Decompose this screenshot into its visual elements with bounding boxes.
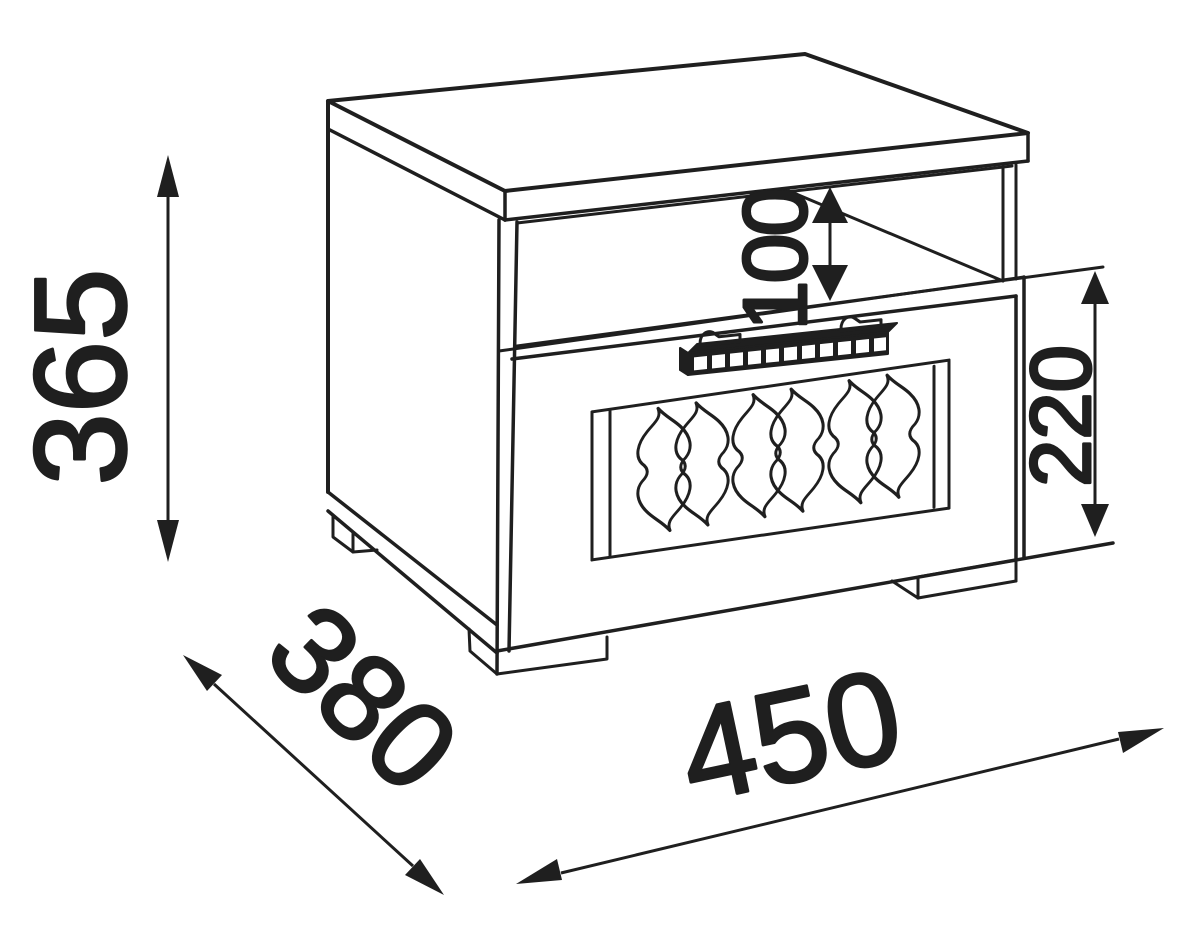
- dimension-niche-100: 100: [725, 187, 848, 332]
- dimension-label-drawer: 220: [1014, 345, 1109, 487]
- foot-front-right: [890, 558, 1018, 600]
- pattern-frame: [590, 358, 951, 562]
- dimension-width-450: 450: [516, 639, 1164, 884]
- dimensions: 365 100 220 380 450: [6, 155, 1164, 895]
- foot-front-left: [467, 627, 609, 676]
- foot-rear-left: [331, 513, 379, 554]
- dimension-label-niche: 100: [726, 189, 826, 330]
- pattern-ogee-lattice: [636, 368, 921, 537]
- dimension-label-depth: 380: [243, 578, 484, 817]
- drawer-handle: [679, 315, 898, 377]
- left-side-panel: [326, 99, 499, 655]
- front-left-stile: [495, 218, 519, 676]
- dimension-drawer-220: 220: [1013, 271, 1111, 537]
- handle-holes: [694, 337, 886, 371]
- handle-bump-left: [698, 330, 742, 348]
- dimension-label-width: 450: [668, 641, 914, 831]
- top-panel: [326, 52, 1030, 222]
- dimension-height-365: 365: [6, 155, 179, 562]
- feet: [331, 513, 1018, 676]
- handle-bump-right: [839, 315, 883, 333]
- dimension-label-height: 365: [7, 269, 153, 486]
- dimension-depth-380: 380: [183, 577, 485, 895]
- handle-end-face: [679, 346, 689, 377]
- drawer-pattern: [590, 358, 951, 562]
- nightstand-drawing: [326, 52, 1115, 676]
